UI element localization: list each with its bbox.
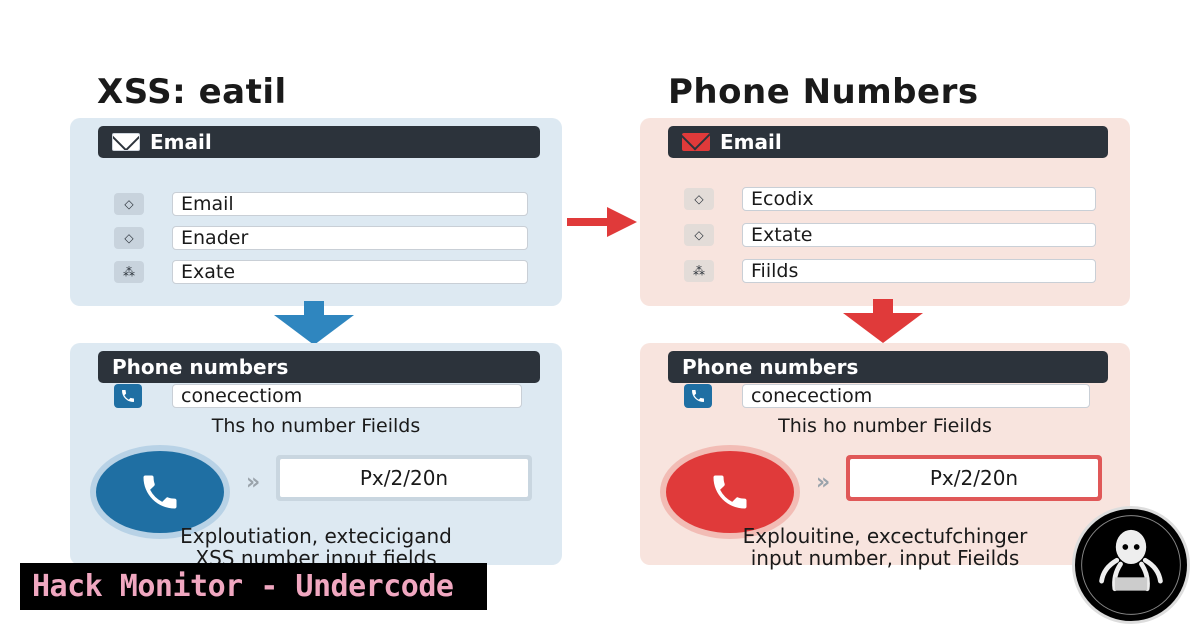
arrow-down-icon [843,299,923,343]
left-phone-row: conecectiom [114,384,522,408]
left-output-box: Px/2/20n [276,455,532,501]
right-phone-header: Phone numbers [668,351,1108,383]
phone-icon [114,384,142,408]
phone-icon [684,384,712,408]
right-email-row: ◇ Extate [684,223,1096,247]
diamond-icon: ◇ [114,227,144,249]
right-output-value[interactable]: Px/2/20n [850,459,1098,497]
right-footer: Explouitine, excectufchinger input numbe… [640,525,1130,569]
chevron-right-icon: » [246,470,260,495]
right-email-row: ⁂ Fiilds [684,259,1096,283]
right-phone-panel: Phone numbers conecectiom This ho number… [640,343,1130,569]
left-email-field-2[interactable]: Enader [172,226,528,250]
left-phone-header-label: Phone numbers [112,355,289,379]
left-email-field-1[interactable]: Email [172,192,528,216]
phone-call-icon [96,451,224,533]
right-email-header: Email [668,126,1108,158]
envelope-icon [112,133,140,151]
left-output-value[interactable]: Px/2/20n [280,459,528,497]
left-footer-line-1: Exploutiation, extecicigand [180,524,452,548]
right-email-row: ◇ Ecodix [684,187,1096,211]
right-title: Phone Numbers [668,72,979,112]
right-email-panel: Email ◇ Ecodix ◇ Extate ⁂ Fiilds [640,118,1130,306]
phone-call-icon [666,451,794,533]
left-phone-panel: Phone numbers conecectiom Ths ho number … [70,343,562,569]
chevron-right-icon: » [816,470,830,495]
left-email-row: ◇ Enader [114,226,528,250]
brand-text: Hack Monitor - Undercode [32,569,454,604]
diamond-icon: ◇ [114,193,144,215]
left-phone-field[interactable]: conecectiom [172,384,522,408]
brand-banner: Hack Monitor - Undercode [20,563,487,610]
right-output-box: Px/2/20n [846,455,1102,501]
left-email-row: ⁂ Exate [114,260,528,284]
right-email-field-1[interactable]: Ecodix [742,187,1096,211]
octopus-logo-icon [1072,506,1190,624]
right-phone-row: conecectiom [684,384,1090,408]
people-icon: ⁂ [684,260,714,282]
envelope-icon [682,133,710,151]
right-phone-description: This ho number Fieilds [778,415,992,437]
left-title: XSS: eatil [97,72,287,112]
right-phone-field[interactable]: conecectiom [742,384,1090,408]
right-email-field-3[interactable]: Fiilds [742,259,1096,283]
right-phone-header-label: Phone numbers [682,355,859,379]
right-footer-line-1: Explouitine, excectufchinger [742,524,1028,548]
arrow-down-icon [274,301,354,345]
left-email-header-label: Email [150,130,212,154]
diamond-icon: ◇ [684,188,714,210]
left-email-header: Email [98,126,540,158]
right-email-field-2[interactable]: Extate [742,223,1096,247]
diamond-icon: ◇ [684,224,714,246]
left-phone-header: Phone numbers [98,351,540,383]
people-icon: ⁂ [114,261,144,283]
left-email-row: ◇ Email [114,192,528,216]
left-email-field-3[interactable]: Exate [172,260,528,284]
left-email-panel: Email ◇ Email ◇ Enader ⁂ Exate [70,118,562,306]
left-phone-description: Ths ho number Fieilds [211,415,421,437]
arrow-right-icon [567,207,637,237]
right-footer-line-2: input number, input Fieilds [750,546,1020,570]
right-email-header-label: Email [720,130,782,154]
